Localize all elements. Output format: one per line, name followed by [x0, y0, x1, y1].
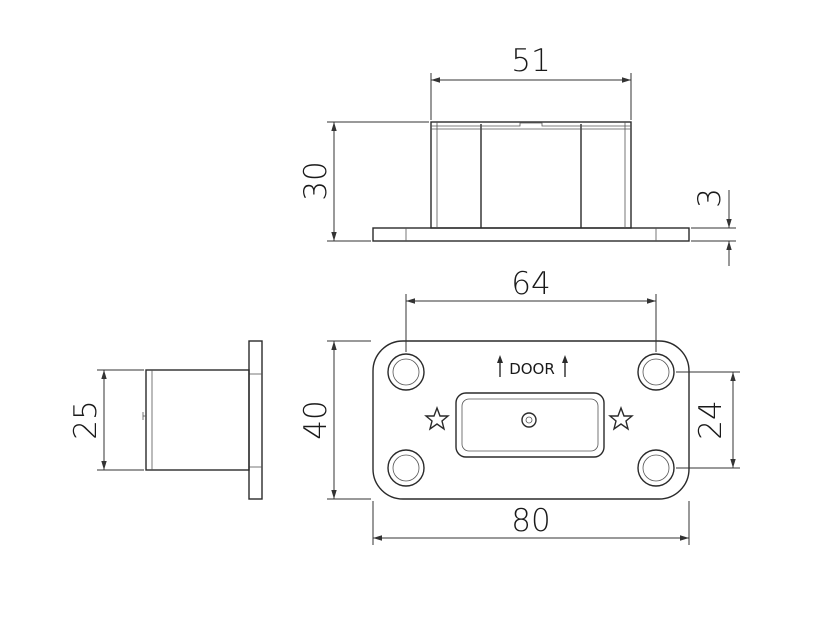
plan-view-plate	[372, 340, 690, 500]
mounting-hole	[387, 353, 425, 391]
dim-top-width-label: 51	[511, 43, 550, 79]
top-view-base-plate	[372, 227, 690, 242]
mounting-hole	[387, 449, 425, 487]
dim-hole-vertical-spacing-label: 24	[693, 400, 729, 439]
star-icon	[424, 406, 450, 431]
up-arrow-icon	[497, 355, 503, 377]
up-arrow-icon	[562, 355, 568, 377]
center-slot	[455, 392, 605, 458]
top-view: 51 30 3	[298, 43, 736, 266]
top-view-body	[430, 121, 632, 229]
side-view-body	[145, 369, 250, 471]
side-view: 25	[68, 340, 263, 500]
star-icon	[608, 406, 634, 431]
dim-top-height-label: 30	[298, 161, 334, 200]
dim-plate-width-label: 80	[511, 503, 550, 539]
mounting-hole	[637, 353, 675, 391]
dim-hole-spacing-label: 64	[511, 266, 550, 302]
plan-view: DOOR 64 40 24 80	[298, 266, 740, 545]
center-pin	[521, 412, 537, 428]
dim-plate-height-label: 40	[298, 400, 334, 439]
dim-side-height-label: 25	[68, 400, 104, 439]
door-label: DOOR	[509, 360, 555, 378]
dim-plate-thickness-label: 3	[692, 188, 728, 208]
side-view-plate	[248, 340, 263, 500]
mounting-hole	[637, 449, 675, 487]
